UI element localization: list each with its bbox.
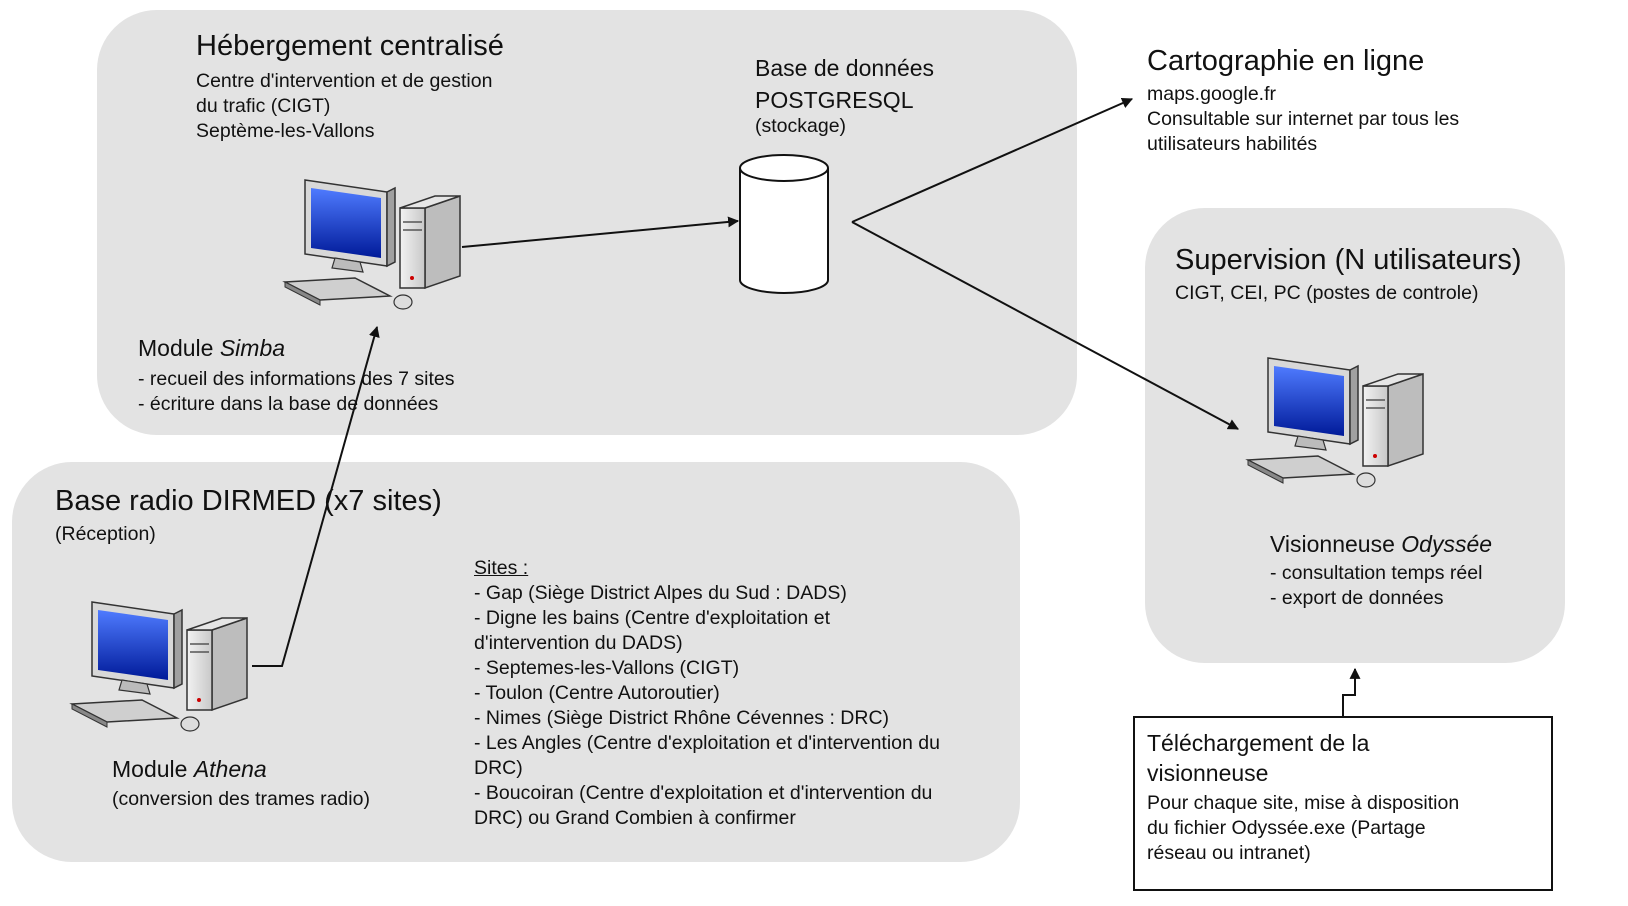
odyssee-computer-icon: [1247, 357, 1424, 488]
download-line: réseau ou intranet): [1147, 842, 1311, 864]
download-title-line: visionneuse: [1147, 760, 1269, 786]
simba-module-line: - écriture dans la base de données: [138, 393, 439, 415]
viewer-line: - export de données: [1270, 587, 1444, 609]
mapping-description: maps.google.fr Consultable sur internet …: [1147, 82, 1459, 157]
athena-module-description: (conversion des trames radio): [112, 788, 370, 810]
database-title: Base de données POSTGRESQL: [755, 52, 934, 116]
arrow-download-to-supervision: [1342, 667, 1361, 716]
mapping-title: Cartographie en ligne: [1147, 45, 1425, 77]
site-line: DRC) ou Grand Combien à confirmer: [474, 807, 796, 829]
odyssee-viewer-name: Odyssée: [1401, 531, 1493, 557]
athena-module-title: Module Athena: [112, 756, 267, 783]
site-line: - Nimes (Siège District Rhône Cévennes :…: [474, 707, 890, 729]
athena-module-name: Athena: [193, 756, 267, 782]
module-prefix: Module: [138, 335, 220, 361]
site-line: d'intervention du DADS): [474, 632, 683, 654]
arrow-athena-to-simba: [252, 325, 380, 667]
download-description: Pour chaque site, mise à disposition du …: [1147, 791, 1459, 866]
viewer-prefix: Visionneuse: [1270, 531, 1402, 557]
simba-module-name: Simba: [219, 335, 286, 361]
download-title: Téléchargement de la visionneuse: [1147, 728, 1369, 788]
hosting-line: Centre d'intervention et de gestion: [196, 70, 493, 92]
hosting-line: Septème-les-Vallons: [196, 120, 375, 142]
simba-module-title: Module Simba: [138, 335, 285, 362]
arrow-simba-to-database: [461, 216, 740, 248]
radio-subtitle: (Réception): [55, 523, 156, 545]
odyssee-viewer-title: Visionneuse Odyssée: [1270, 531, 1492, 558]
site-line: - Toulon (Centre Autoroutier): [474, 682, 720, 704]
viewer-line: - consultation temps réel: [1270, 562, 1483, 584]
hosting-line: du trafic (CIGT): [196, 95, 331, 117]
simba-module-description: - recueil des informations des 7 sites -…: [138, 367, 454, 417]
site-line: DRC): [474, 757, 523, 779]
radio-title: Base radio DIRMED (x7 sites): [55, 485, 442, 517]
odyssee-viewer-description: - consultation temps réel - export de do…: [1270, 561, 1482, 611]
arrow-database-to-supervision: [851, 221, 1239, 430]
site-line: - Boucoiran (Centre d'exploitation et d'…: [474, 782, 933, 804]
database-cylinder-icon: [739, 154, 829, 294]
sites-heading: Sites :: [474, 557, 529, 579]
site-line: - Digne les bains (Centre d'exploitation…: [474, 607, 830, 629]
simba-computer-icon: [284, 179, 461, 310]
sites-list: Sites : - Gap (Siège District Alpes du S…: [474, 556, 940, 831]
download-box: [1133, 716, 1553, 891]
download-title-line: Téléchargement de la: [1147, 730, 1370, 756]
supervision-title: Supervision (N utilisateurs): [1175, 244, 1522, 276]
module-prefix: Module: [112, 756, 194, 782]
hosting-panel: [97, 10, 1077, 435]
arrow-database-to-mapping: [851, 97, 1134, 223]
supervision-subtitle: CIGT, CEI, PC (postes de controle): [1175, 282, 1479, 304]
mapping-line: utilisateurs habilités: [1147, 133, 1318, 155]
site-line: - Les Angles (Centre d'exploitation et d…: [474, 732, 940, 754]
hosting-title: Hébergement centralisé: [196, 30, 504, 62]
download-line: du fichier Odyssée.exe (Partage: [1147, 817, 1426, 839]
download-line: Pour chaque site, mise à disposition: [1147, 792, 1460, 814]
athena-computer-icon: [71, 601, 248, 732]
site-line: - Septemes-les-Vallons (CIGT): [474, 657, 740, 679]
hosting-description: Centre d'intervention et de gestion du t…: [196, 69, 492, 144]
database-line: POSTGRESQL: [755, 87, 914, 113]
database-note: (stockage): [755, 115, 847, 137]
mapping-line: Consultable sur internet par tous les: [1147, 108, 1460, 130]
database-line: Base de données: [755, 55, 935, 81]
simba-module-line: - recueil des informations des 7 sites: [138, 368, 455, 390]
mapping-line: maps.google.fr: [1147, 83, 1276, 105]
site-line: - Gap (Siège District Alpes du Sud : DAD…: [474, 582, 847, 604]
